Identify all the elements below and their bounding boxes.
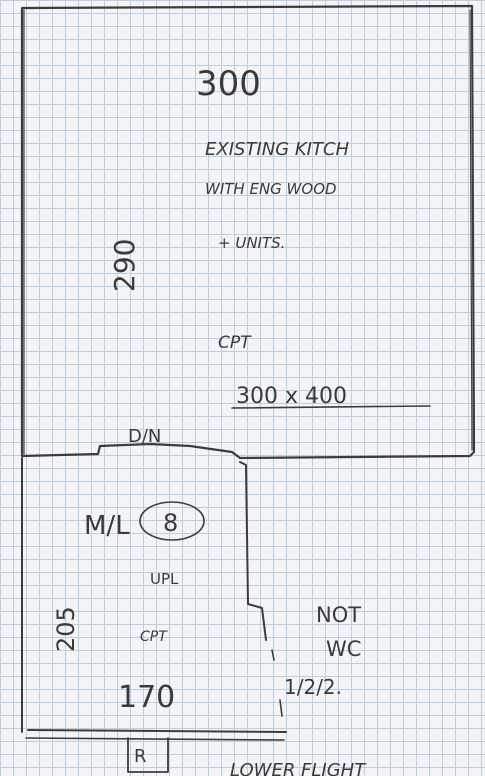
bottom-door-label: R bbox=[134, 746, 147, 767]
kitchen-note-line2: WITH ENG WOOD bbox=[205, 180, 337, 198]
step-note: 1/2/2. bbox=[284, 675, 342, 699]
bottom-door: R bbox=[127, 737, 169, 773]
kitchen-top-dimension: 300 bbox=[196, 64, 261, 104]
room-bottom-dimension: 170 bbox=[118, 680, 175, 715]
kitchen-size: 300 x 400 bbox=[236, 384, 347, 409]
room-tag: M/L bbox=[84, 511, 130, 541]
kitchen-note-line1: EXISTING KITCH bbox=[205, 139, 350, 160]
kitchen-note-line3: + UNITS. bbox=[218, 234, 285, 252]
kitchen-size-underline bbox=[231, 405, 431, 409]
kitchen-side-dimension: 290 bbox=[108, 239, 141, 292]
wc-line2: WC bbox=[326, 637, 361, 661]
room-number-circle bbox=[139, 501, 205, 541]
room-side-dimension: 205 bbox=[52, 606, 80, 652]
kitchen-walls bbox=[20, 4, 476, 460]
door-label: D/N bbox=[128, 426, 161, 447]
room-light: UPL bbox=[150, 570, 179, 588]
room-number: 8 bbox=[163, 509, 178, 537]
room-floor: CPT bbox=[140, 629, 168, 645]
wc-line1: NOT bbox=[316, 603, 361, 627]
room-walls bbox=[21, 457, 287, 741]
kitchen-floor: CPT bbox=[218, 333, 252, 353]
footer-note: LOWER FLIGHT bbox=[230, 760, 367, 776]
